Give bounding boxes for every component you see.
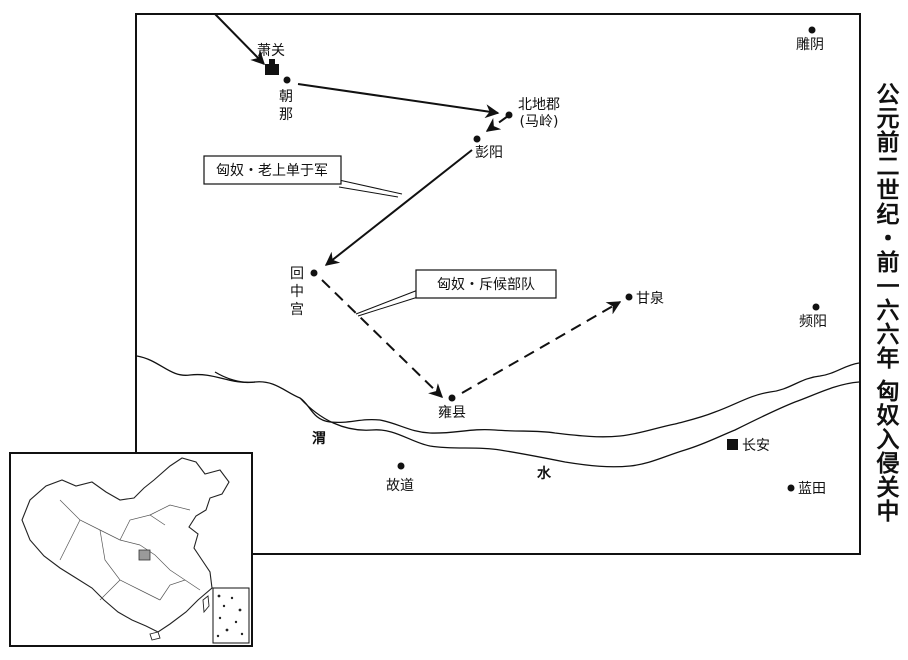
inset-map <box>9 452 253 647</box>
gudao-dot-icon <box>397 462 405 470</box>
taiwan-island <box>202 595 210 614</box>
ganquan-dot-icon <box>625 293 633 301</box>
callout-leaders <box>338 179 419 317</box>
label-maling: (马岭) <box>520 114 559 130</box>
changan-capital-icon <box>727 439 738 450</box>
label-pinyang: 频阳 <box>799 314 827 330</box>
pengyang-dot-icon <box>473 135 481 143</box>
main-army-callout-box <box>203 155 342 185</box>
route-yongxian-to-ganquan <box>461 301 622 394</box>
pinyang-dot-icon <box>812 303 820 311</box>
label-yongxian: 雍县 <box>438 405 466 421</box>
chaona-dot-icon <box>283 76 291 84</box>
scout-route <box>321 115 622 398</box>
route-huizhonggong-to-yongxian <box>321 279 444 398</box>
label-beidijun: 北地郡 <box>518 97 560 113</box>
label-ganquan: 甘泉 <box>636 290 664 307</box>
china-outline-icon <box>21 457 230 633</box>
route-entry-arrow <box>214 13 265 65</box>
river-label-shui: 水 <box>537 465 552 482</box>
guanzhong-highlight <box>138 549 151 561</box>
label-huizhonggong-2: 中 <box>290 284 304 300</box>
label-chaona-2: 那 <box>279 107 293 123</box>
label-xiaoguan: 萧关 <box>257 43 285 59</box>
place-labels: 萧关 朝 那 北地郡 (马岭) 彭阳 雕阴 回 中 宫 甘泉 频阳 雍县 故道 … <box>257 37 827 497</box>
label-chaona-1: 朝 <box>279 89 293 105</box>
route-chaona-to-beidi <box>297 83 500 119</box>
inset-frame <box>9 452 253 647</box>
scout-callout: 匈奴・斥候部队 <box>437 276 535 293</box>
label-huizhonggong-3: 宫 <box>290 302 304 318</box>
huizhonggong-dot-icon <box>310 269 318 277</box>
label-changan: 长安 <box>742 438 770 454</box>
scout-callout-box <box>415 269 557 299</box>
label-gudao: 故道 <box>386 478 414 494</box>
lantian-dot-icon <box>787 484 795 492</box>
map-title: 公元前二世纪・前一六六年 匈奴入侵关中 <box>872 82 898 524</box>
route-beidi-to-pengyang <box>485 115 509 132</box>
wei-river <box>136 355 860 468</box>
yongxian-dot-icon <box>448 394 456 402</box>
place-markers <box>265 26 820 492</box>
main-army-route <box>214 13 500 266</box>
label-lantian: 蓝田 <box>798 481 826 497</box>
route-pengyang-to-huizhonggong <box>324 149 473 266</box>
south-sea-islands <box>216 594 244 638</box>
diaoyin-dot-icon <box>808 26 816 34</box>
label-pengyang: 彭阳 <box>475 145 503 161</box>
river-label-wei: 渭 <box>312 431 326 447</box>
hainan-island <box>149 631 161 641</box>
xiaoguan-pass-icon <box>265 59 279 75</box>
main-army-callout: 匈奴・老上单于军 <box>216 162 328 179</box>
label-diaoyin: 雕阴 <box>796 37 824 53</box>
label-huizhonggong-1: 回 <box>290 266 304 282</box>
beidijun-dot-icon <box>505 111 513 119</box>
